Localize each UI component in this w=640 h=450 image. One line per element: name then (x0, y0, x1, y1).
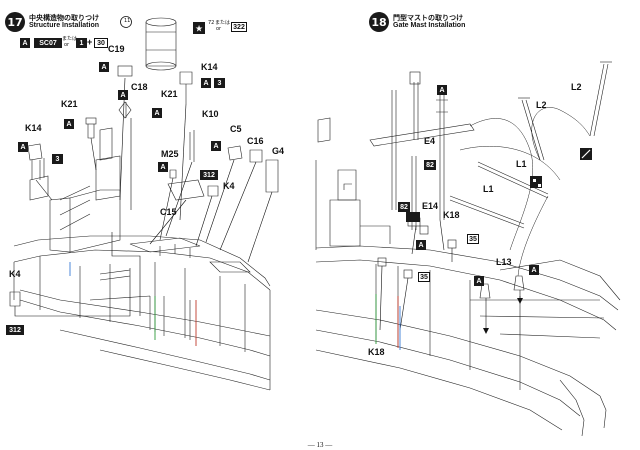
star-note-num2: 322 (231, 22, 247, 32)
step18-badge-35-right: 35 (467, 234, 479, 244)
part-m25: M25 (161, 149, 179, 159)
step18-badge-35-left: 35 (418, 272, 430, 282)
part-e4: E4 (424, 136, 436, 146)
part-c5: C5 (230, 124, 242, 134)
part-k14-top: K14 (201, 62, 218, 72)
step17-badge-a-3: A (118, 90, 128, 100)
step18-badge-a-3: A (474, 276, 484, 286)
step17-badge-3-left: 3 (52, 154, 63, 164)
part-l1-bottom: L1 (483, 184, 494, 194)
part-e14: E14 (422, 201, 439, 211)
part-k4-left: K4 (9, 269, 21, 279)
legend-or-en: or (64, 42, 70, 48)
part-k14-left: K14 (25, 123, 42, 133)
part-k18-top: K18 (443, 210, 460, 220)
step17-ship-hull (13, 235, 271, 391)
step17-badge-a-1: A (99, 62, 109, 72)
step18-ship-hull (315, 245, 621, 437)
step17-badge-3-top: 3 (214, 78, 225, 88)
step18-badge-82-bottom: 82 (398, 202, 410, 212)
step18-rigging-lines (459, 107, 591, 277)
step17-badge-312-left: 312 (6, 325, 24, 335)
star-note-num1: 72 (208, 20, 215, 26)
legend-or-jp: または (62, 36, 78, 42)
step18-badge-82-top: 82 (424, 160, 436, 170)
star-note-or-jp: または (215, 20, 231, 26)
step18-superstructure (315, 117, 391, 250)
step17-badge-a-2: A (201, 78, 211, 88)
part-k21-left: K21 (61, 99, 78, 109)
step17-badge-a-4: A (152, 108, 162, 118)
step18-leader-lines (379, 219, 521, 331)
part-l13: L13 (496, 257, 512, 267)
step-18-title-jp: 門型マストの取りつけ (393, 14, 464, 22)
part-c15: C15 (160, 207, 177, 217)
legend-a-badge: A (20, 38, 30, 48)
decal-11-label: 11 (124, 18, 131, 24)
part-c18: C18 (131, 82, 148, 92)
step-17-title-en: Structure Installation (29, 22, 100, 29)
e14-part (406, 212, 420, 222)
part-c19: C19 (108, 44, 125, 54)
part-k10: K10 (202, 109, 219, 119)
part-l2-right: L2 (571, 82, 582, 92)
step17-deck-fittings (89, 237, 251, 340)
step18-arrowheads (483, 298, 523, 334)
step-18-title-en: Gate Mast Installation (393, 22, 466, 29)
legend-sc07-badge: SC07 (34, 38, 62, 48)
step17-badge-a-8: A (158, 162, 168, 172)
step17-leader-lines (14, 77, 273, 317)
part-g4: G4 (272, 146, 285, 156)
circle-11-marker (120, 16, 132, 28)
part-k4-right: K4 (223, 181, 235, 191)
step18-badge-a-2: A (416, 240, 426, 250)
part-l1-top: L1 (516, 159, 527, 169)
step17-badge-a-7: A (18, 142, 28, 152)
step17-badge-a-6: A (211, 141, 221, 151)
part-k21-right: K21 (161, 89, 178, 99)
star-badge-bg (193, 22, 205, 34)
star-note-or-en: or (216, 26, 222, 32)
part-c16: C16 (247, 136, 264, 146)
step-18-number: 18 (369, 12, 389, 32)
step18-badge-a-4: A (529, 265, 539, 275)
step17-badge-a-5: A (64, 119, 74, 129)
step17-badge-312-right: 312 (200, 170, 218, 180)
step17-parts (9, 17, 279, 307)
page-number: — 13 — (307, 441, 333, 449)
legend-30-badge: 30 (94, 38, 108, 48)
step-17-title-jp: 中央構造物の取りつけ (29, 14, 100, 22)
step17-superstructure (29, 127, 121, 253)
step18-gate-mast (369, 61, 612, 299)
part-l2-left: L2 (536, 100, 547, 110)
legend-1-badge: 1 (76, 38, 87, 48)
step-17-number: 17 (5, 12, 25, 32)
step18-badge-a-1: A (437, 85, 447, 95)
legend-plus: + (87, 37, 93, 47)
part-k18-bottom: K18 (368, 347, 385, 357)
star-icon: ★ (195, 25, 203, 35)
